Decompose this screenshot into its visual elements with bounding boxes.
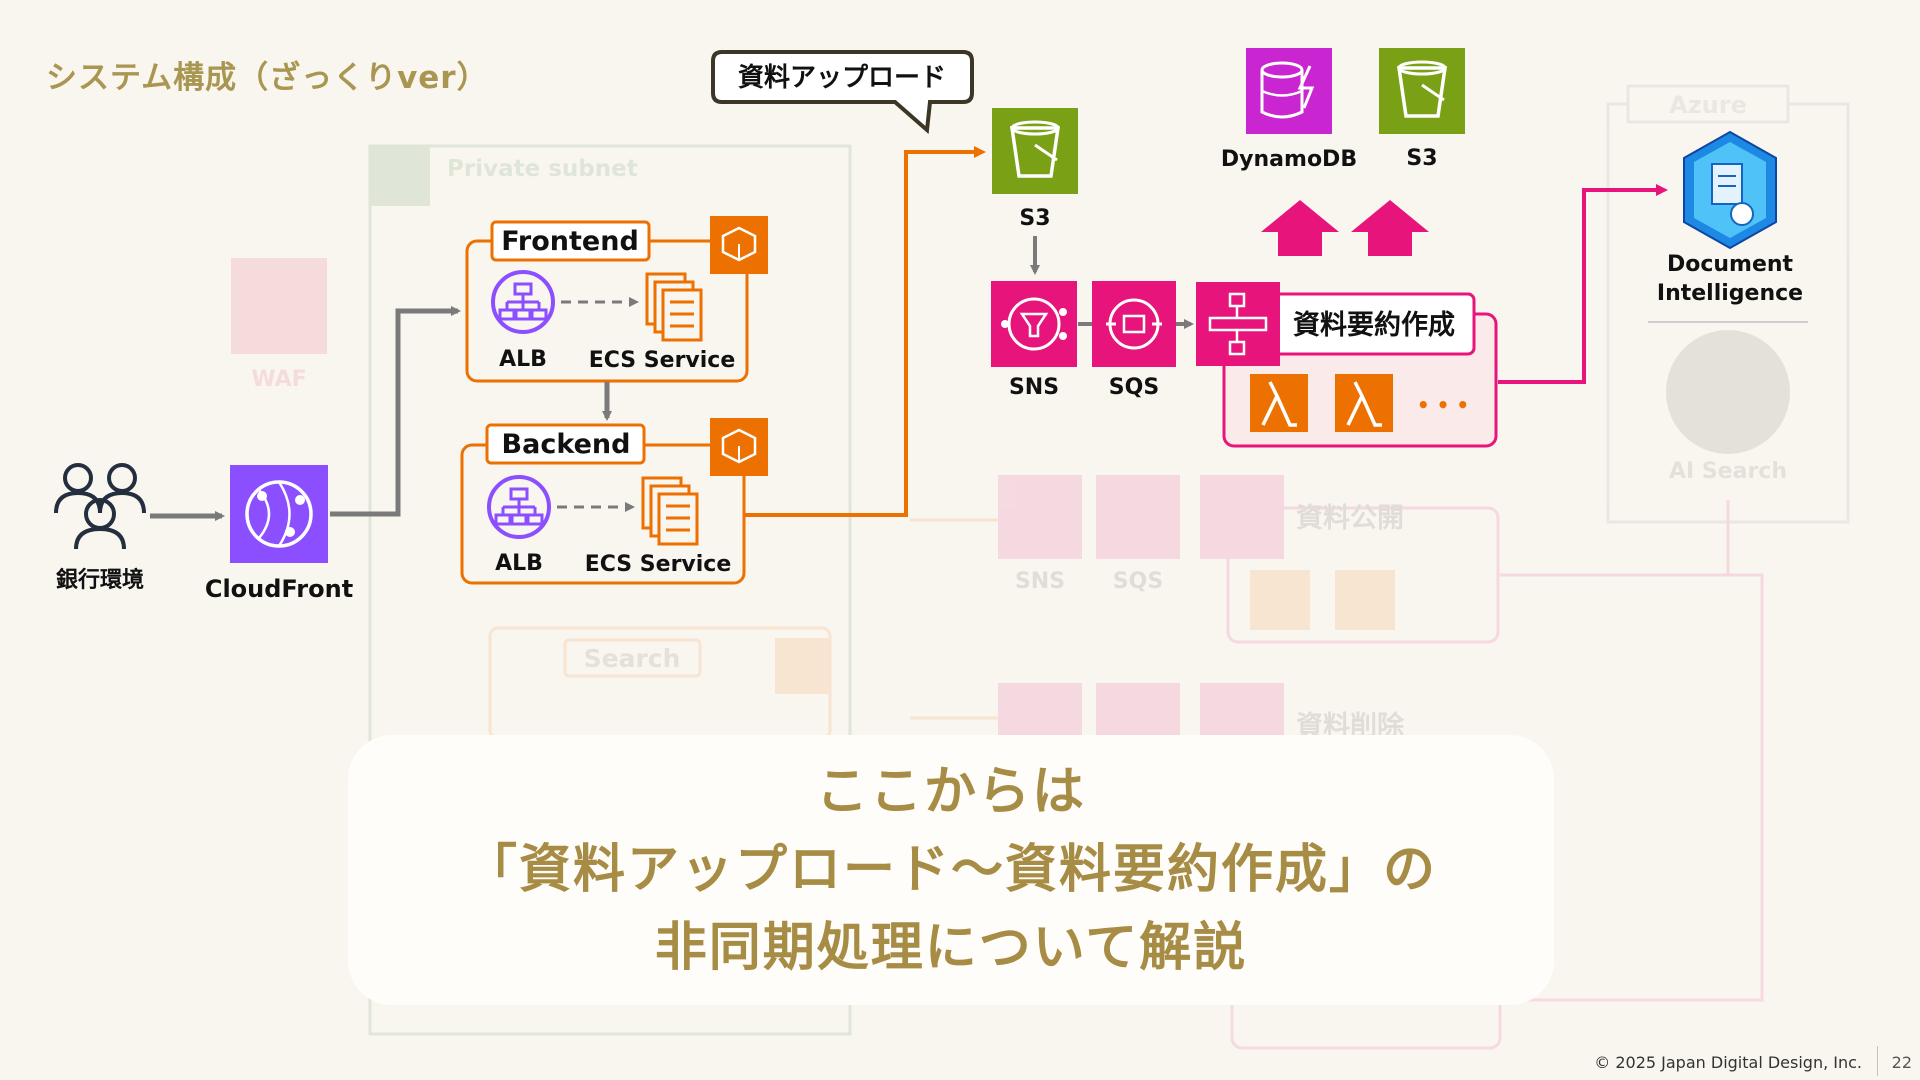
faded-lambda-icon-1 — [1250, 570, 1310, 630]
backend-label: Backend — [502, 429, 631, 460]
docintel-label-line2: Intelligence — [1657, 281, 1803, 306]
ecs-cluster-icon — [710, 418, 768, 476]
overlay-line-3: 非同期処理について解説 — [654, 918, 1248, 978]
backend-alb-label: ALB — [495, 551, 543, 576]
ai-search-label: AI Search — [1669, 459, 1787, 484]
s3-output-label: S3 — [1406, 146, 1437, 171]
sns-icon — [991, 281, 1077, 367]
dynamodb-label: DynamoDB — [1221, 147, 1357, 172]
search-ecs-icon — [775, 638, 831, 694]
backend-label-box — [485, 423, 646, 465]
arrow-cloudfront-frontend — [330, 306, 461, 517]
search-label-box — [563, 638, 702, 678]
arrow-backend-s3-upload — [745, 146, 986, 517]
cloudfront-icon — [230, 465, 328, 563]
copyright: © 2025 Japan Digital Design, Inc. — [1594, 1053, 1862, 1072]
ecs-service-icon — [641, 476, 699, 546]
ai-search-icon — [1666, 330, 1790, 454]
users-icon — [54, 463, 146, 550]
document-intelligence-icon — [1683, 130, 1777, 250]
upload-callout — [711, 50, 974, 135]
faded-background: Private subnet WAF Azure AI Search Searc… — [231, 84, 1850, 1050]
overlay-line-2: 「資料アップロード〜資料要約作成」の — [464, 840, 1437, 900]
overlay-message-card: ここからは 「資料アップロード〜資料要約作成」の 非同期処理について解説 — [348, 735, 1554, 1005]
waf-icon — [231, 258, 327, 354]
summary-label: 資料要約作成 — [1293, 309, 1455, 341]
faded-sqs-label: SQS — [1113, 569, 1163, 594]
frontend-ecs-label: ECS Service — [589, 348, 736, 373]
private-subnet-box — [368, 144, 852, 1036]
arrow-up-dynamodb — [1261, 200, 1339, 256]
azure-label: Azure — [1669, 91, 1747, 119]
s3-bucket-icon — [1379, 48, 1465, 134]
step-functions-icon — [1196, 282, 1280, 366]
faded-sqs-icon — [1096, 475, 1180, 559]
frontend-label: Frontend — [501, 226, 639, 257]
arrow-summary-docintel — [1498, 184, 1668, 384]
s3-bucket-icon — [992, 108, 1078, 194]
lambda-ellipsis: • • • — [1417, 393, 1469, 417]
upload-callout-label: 資料アップロード — [738, 63, 946, 93]
faded-publish-box — [1226, 506, 1500, 644]
sns-label: SNS — [1009, 375, 1059, 400]
users-label: 銀行環境 — [56, 567, 144, 593]
slide-title: システム構成（ざっくりver） — [46, 60, 489, 96]
lambda-icon — [1250, 374, 1308, 432]
faded-sns-label: SNS — [1015, 569, 1065, 594]
azure-label-box — [1626, 84, 1790, 124]
frontend-alb-label: ALB — [499, 347, 547, 372]
faded-pink-connector — [1500, 573, 1764, 1002]
faded-publish-label: 資料公開 — [1296, 503, 1404, 534]
lambda-icon — [1335, 374, 1393, 432]
search-label: Search — [584, 644, 681, 673]
faded-lambda-icon-2 — [1335, 570, 1395, 630]
sqs-label: SQS — [1109, 375, 1159, 400]
sqs-icon — [1092, 281, 1176, 367]
backend-ecs-label: ECS Service — [585, 552, 732, 577]
ecs-service-icon — [645, 272, 703, 342]
footer-divider — [1877, 1046, 1878, 1076]
faded-stepfn-icon — [1200, 475, 1284, 559]
dynamodb-icon — [1246, 48, 1332, 134]
arrow-up-s3 — [1351, 200, 1429, 256]
page-number: 22 — [1891, 1053, 1912, 1072]
waf-label: WAF — [251, 367, 306, 392]
azure-box — [1606, 102, 1850, 524]
faded-orange-connector — [910, 518, 998, 720]
overlay-line-1: ここからは — [815, 762, 1086, 822]
ecs-cluster-icon — [710, 216, 768, 274]
faded-sns-icon — [998, 475, 1082, 559]
s3-upload-label: S3 — [1019, 206, 1050, 231]
private-subnet-lock-icon — [370, 146, 430, 206]
private-subnet-label: Private subnet — [447, 156, 638, 182]
cloudfront-label: CloudFront — [205, 575, 353, 603]
alb-icon — [487, 475, 551, 539]
frontend-label-box — [490, 220, 651, 262]
docintel-label-line1: Document — [1667, 252, 1794, 277]
alb-icon — [491, 270, 555, 334]
